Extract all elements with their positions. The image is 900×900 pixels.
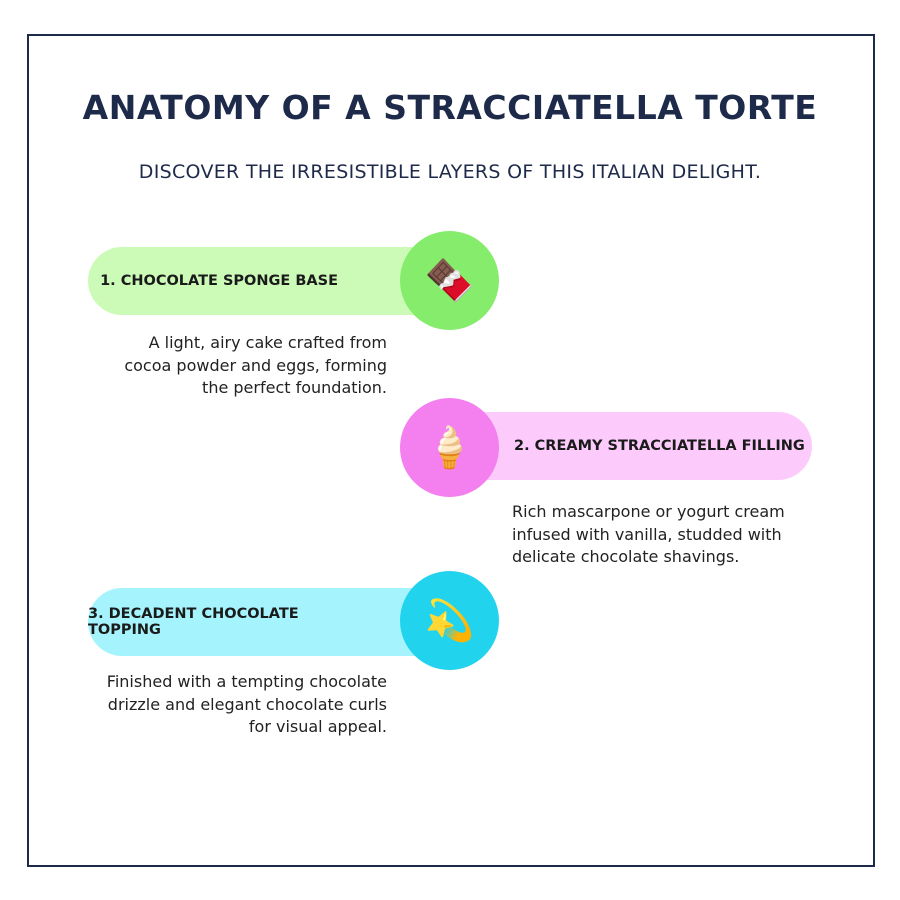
page-subtitle: DISCOVER THE IRRESISTIBLE LAYERS OF THIS… — [138, 161, 762, 183]
layer-3-description: Finished with a tempting chocolate drizz… — [106, 672, 387, 736]
layer-1-label-pill: 1. CHOCOLATE SPONGE BASE — [88, 247, 448, 315]
layer-2-label: 2. CREAMY STRACCIATELLA FILLING — [514, 438, 805, 454]
page-title: ANATOMY OF A STRACCIATELLA TORTE — [82, 88, 818, 127]
layer-3-label-pill: 3. DECADENT CHOCOLATE TOPPING — [88, 588, 448, 656]
layer-1-description: A light, airy cake crafted from cocoa po… — [124, 333, 387, 397]
dizzy-star-icon: 💫 — [400, 571, 499, 670]
layer-3-label: 3. DECADENT CHOCOLATE TOPPING — [88, 606, 299, 638]
layer-1-label: 1. CHOCOLATE SPONGE BASE — [100, 273, 338, 289]
frame-border — [27, 34, 875, 867]
ice-cream-icon: 🍦 — [400, 398, 499, 497]
chocolate-bar-icon: 🍫 — [400, 231, 499, 330]
layer-2-description: Rich mascarpone or yogurt cream infused … — [512, 502, 785, 566]
layer-2-label-pill: 2. CREAMY STRACCIATELLA FILLING — [450, 412, 812, 480]
